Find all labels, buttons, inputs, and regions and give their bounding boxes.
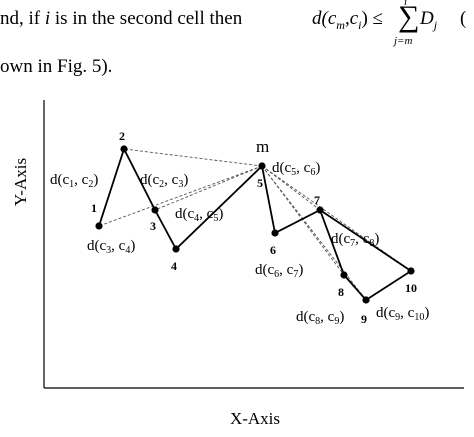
x-axis-label: X-Axis bbox=[230, 409, 280, 428]
distance-label-4-5: d(c4, c5) bbox=[175, 206, 223, 224]
dashed-line-5-7 bbox=[261, 165, 321, 211]
distance-label-5-6: d(c5, c6) bbox=[272, 160, 320, 178]
node-label-3: 3 bbox=[150, 219, 156, 233]
sum-lower-limit: j=m bbox=[394, 35, 413, 47]
dashed-line-5-2 bbox=[123, 148, 263, 167]
node-label-8: 8 bbox=[338, 285, 344, 299]
node-label-4: 4 bbox=[171, 259, 177, 273]
node-label-1: 1 bbox=[91, 201, 97, 215]
distance-label-8-9: d(c8, c9) bbox=[296, 309, 344, 327]
dashed-line-5-1 bbox=[98, 165, 263, 227]
node-5 bbox=[258, 162, 266, 170]
node-9 bbox=[362, 296, 370, 304]
line1-variable: i bbox=[44, 8, 51, 29]
line1-middle: is in the second cell then bbox=[54, 8, 243, 29]
body-text-line-1: nd, if i is in the second cell then bbox=[0, 8, 242, 30]
distance-label-9-10: d(c9, c10) bbox=[376, 305, 429, 323]
nodes bbox=[95, 145, 415, 304]
distance-label-6-7: d(c6, c7) bbox=[255, 262, 303, 280]
dashed-line-5-3 bbox=[154, 165, 263, 211]
formula-sub-i: i bbox=[358, 17, 362, 32]
sum-symbol: ∑ bbox=[398, 0, 420, 33]
node-label-9: 9 bbox=[361, 312, 367, 326]
node-8 bbox=[340, 271, 348, 279]
node-label-6: 6 bbox=[270, 243, 276, 257]
node-10 bbox=[407, 267, 415, 275]
node-3 bbox=[151, 206, 159, 214]
node-7 bbox=[316, 206, 324, 214]
distance-label-1-2: d(c1, c2) bbox=[50, 172, 98, 190]
sum-upper-limit: i bbox=[404, 0, 408, 8]
m-label: m bbox=[256, 137, 269, 156]
node-4 bbox=[172, 245, 180, 253]
node-label-2: 2 bbox=[119, 129, 125, 143]
node-label-10: 10 bbox=[405, 281, 417, 295]
formula-sub-m: m bbox=[336, 17, 345, 32]
formula-d: d(c bbox=[312, 8, 337, 29]
node-labels: 1 2 3 4 5 6 7 8 9 10 bbox=[91, 129, 417, 326]
y-axis-label: Y-Axis bbox=[11, 158, 30, 206]
inline-formula: d(cm,ci) ≤ bbox=[312, 8, 383, 33]
distance-label-7-8: d(c7, c8) bbox=[331, 231, 379, 249]
line1-tail: ( bbox=[460, 8, 467, 29]
dashed-line-5-9 bbox=[261, 165, 367, 301]
formula-leq: ) ≤ bbox=[361, 8, 383, 29]
node-1 bbox=[95, 222, 103, 230]
node-2 bbox=[120, 145, 128, 153]
formula-comma-c: ,c bbox=[344, 8, 359, 29]
distance-label-2-3: d(c2, c3) bbox=[140, 172, 188, 190]
line1-prefix: nd, if bbox=[0, 8, 41, 29]
node-label-7: 7 bbox=[314, 193, 320, 207]
node-6 bbox=[271, 229, 279, 237]
distance-label-3-4: d(c3, c4) bbox=[87, 238, 135, 256]
sum-term: Dj bbox=[420, 8, 438, 32]
distance-labels: d(c1, c2) d(c2, c3) d(c3, c4) d(c4, c5) … bbox=[50, 160, 429, 327]
node-label-5: 5 bbox=[257, 176, 263, 190]
body-text-line-2: own in Fig. 5). bbox=[0, 56, 113, 77]
